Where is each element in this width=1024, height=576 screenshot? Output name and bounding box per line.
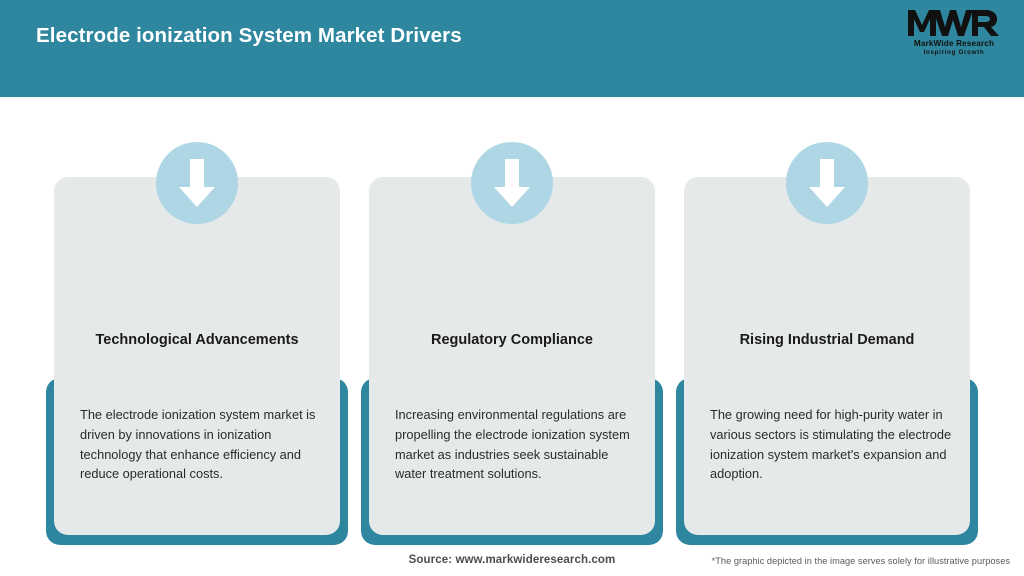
page-title: Electrode ionization System Market Drive… [36,24,462,47]
header-banner: Electrode ionization System Market Drive… [0,0,1024,97]
drivers-card-row: Technological Advancements The electrode… [0,97,1024,545]
card-title: Technological Advancements [95,332,299,348]
down-arrow-icon [156,142,238,224]
driver-card-2: Regulatory Compliance Increasing environ… [361,97,663,545]
card-title: Rising Industrial Demand [739,332,915,348]
down-arrow-icon [471,142,553,224]
driver-card-1: Technological Advancements The electrode… [46,97,348,545]
down-arrow-icon [786,142,868,224]
brand-logo: MarkWide Research Inspiring Growth [898,6,1010,60]
driver-card-3: Rising Industrial Demand The growing nee… [676,97,978,545]
logo-company-name: MarkWide Research [913,39,995,48]
card-panel: Rising Industrial Demand The growing nee… [684,177,970,535]
mwr-logo-icon [908,10,999,36]
card-panel: Technological Advancements The electrode… [54,177,340,535]
card-title: Regulatory Compliance [431,332,593,348]
disclaimer-note: *The graphic depicted in the image serve… [711,556,1010,566]
card-body-text: Increasing environmental regulations are… [395,407,630,482]
card-body-text: The electrode ionization system market i… [80,407,316,482]
source-label: Source: www.markwideresearch.com [408,554,616,566]
logo-tagline: Inspiring Growth [923,49,985,56]
card-panel: Regulatory Compliance Increasing environ… [369,177,655,535]
card-body-text: The growing need for high-purity water i… [710,407,952,482]
